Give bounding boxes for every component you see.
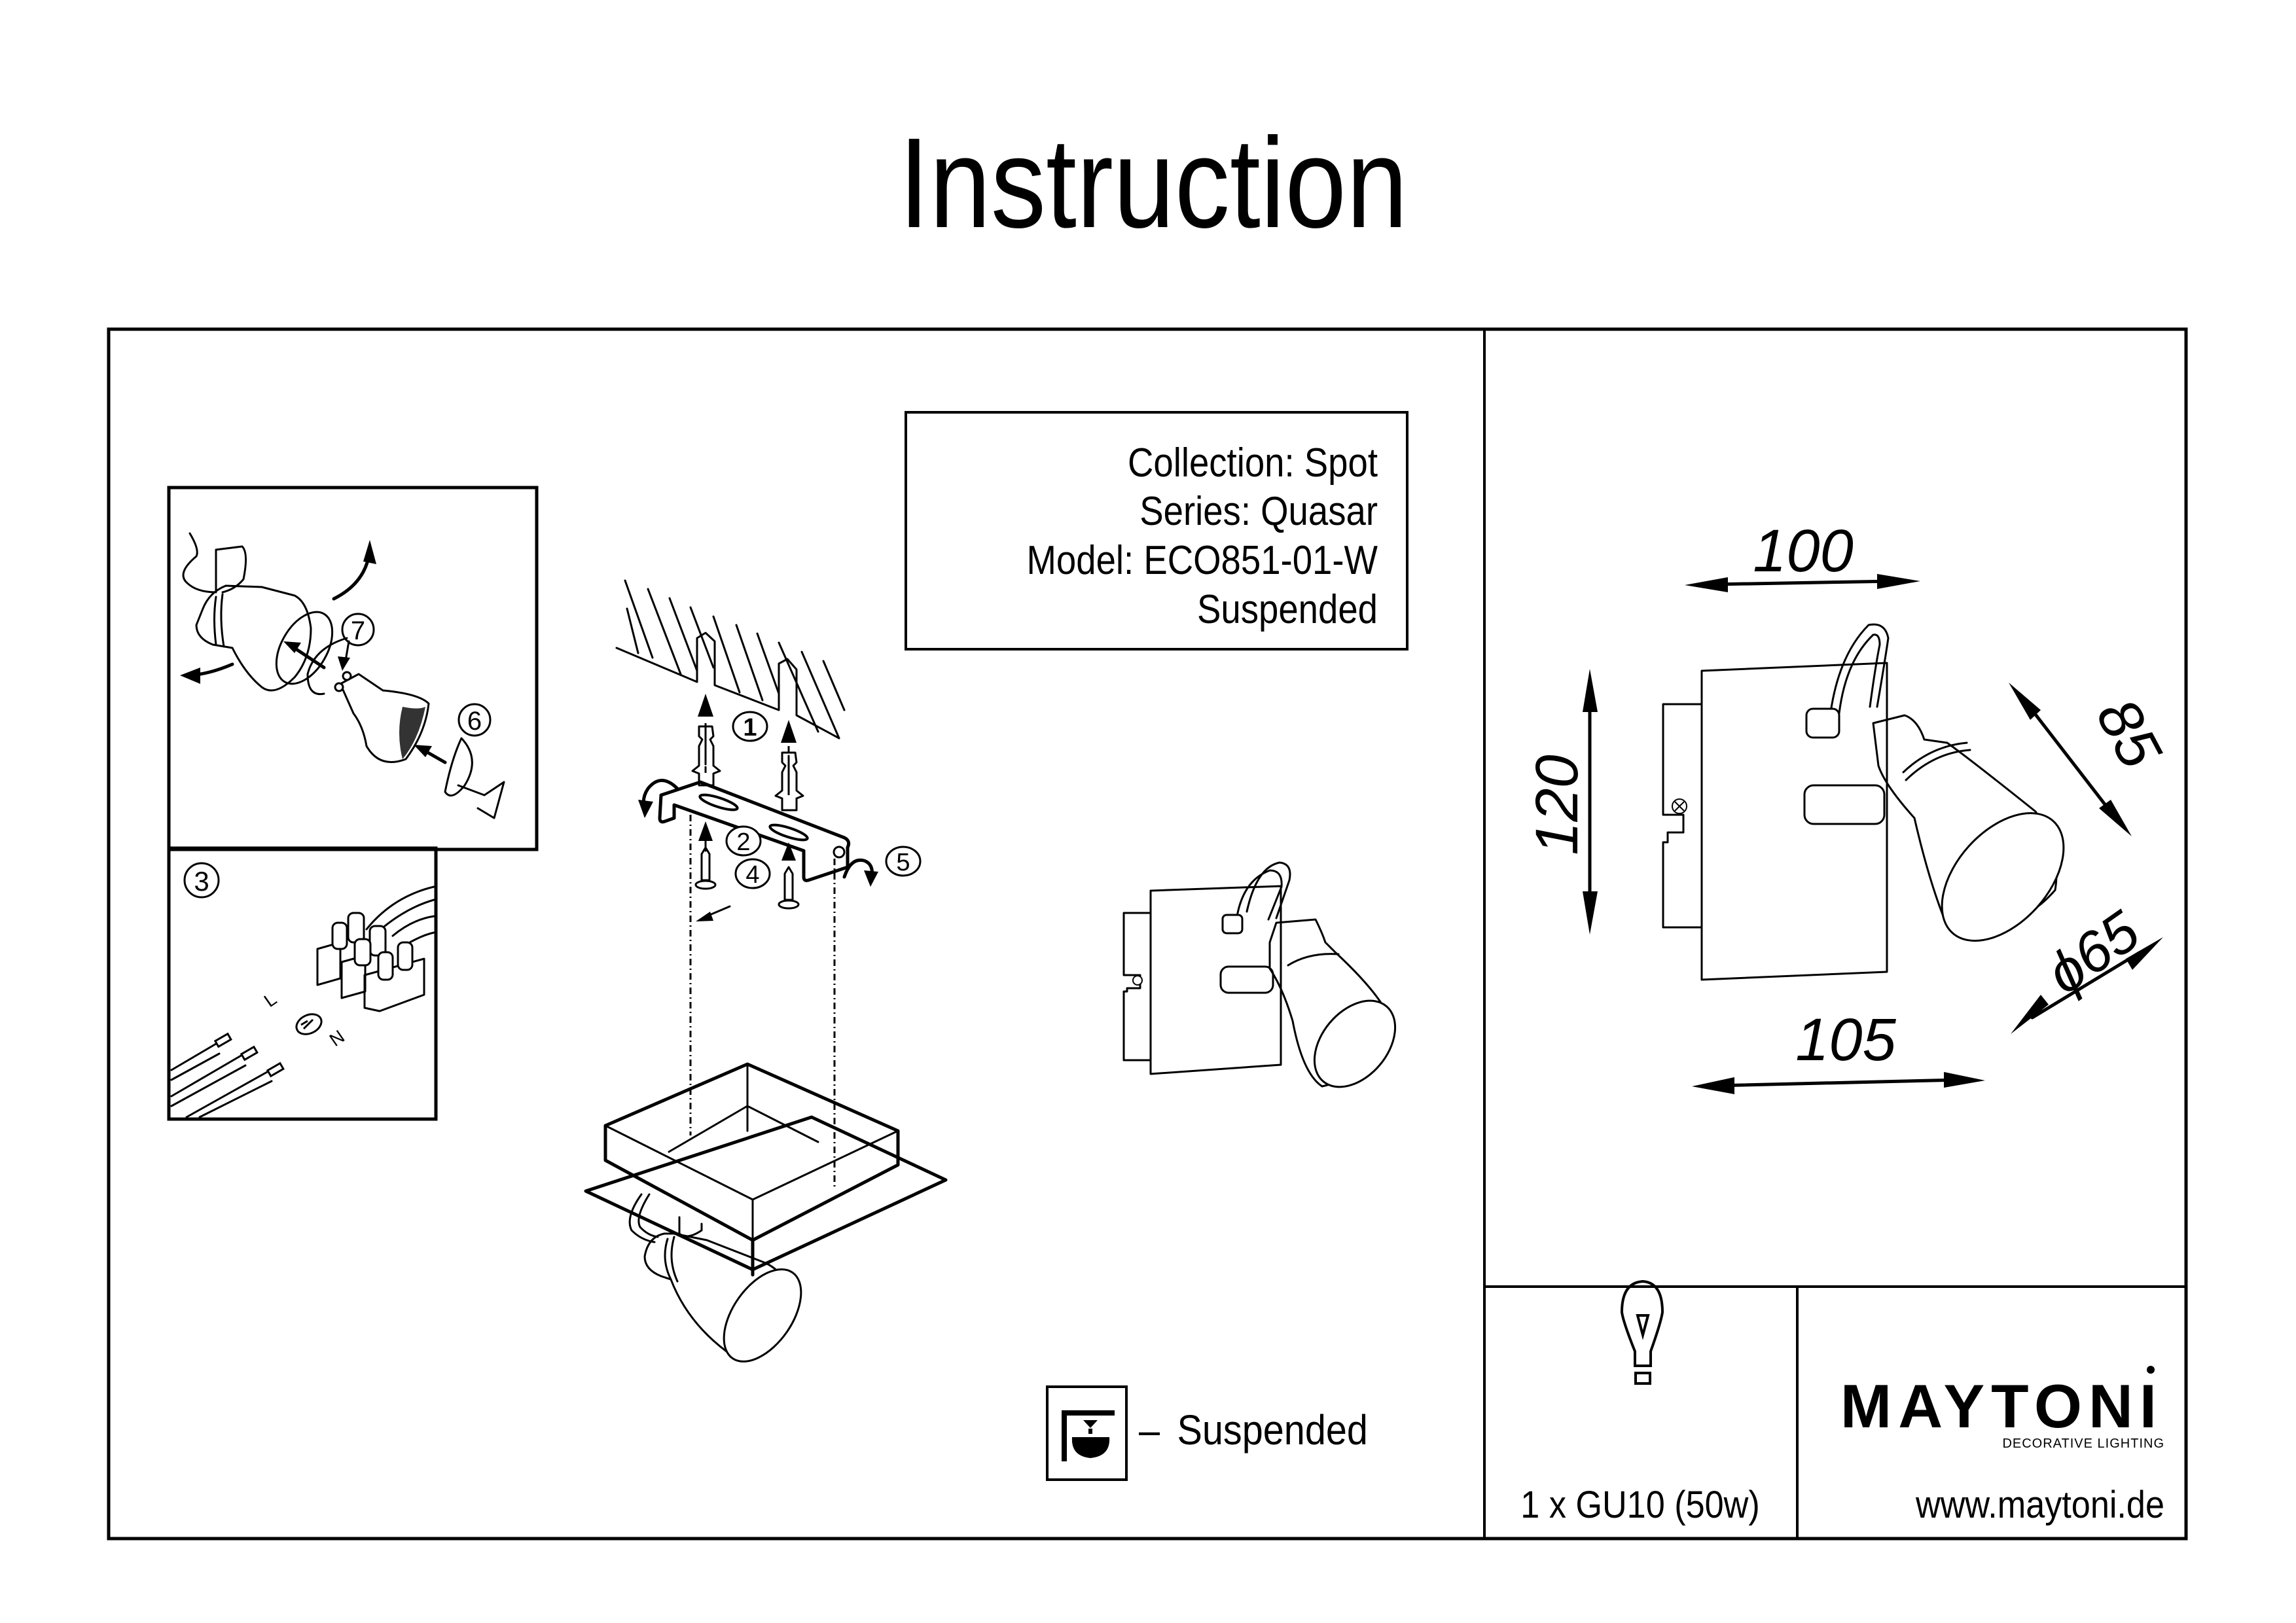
lamp-spec-cell: 1 x GU10 (50w) [1520, 1279, 1760, 1526]
wire-neutral-label: N [326, 1026, 348, 1050]
step-4-badge [734, 858, 771, 889]
gu10-bulb [334, 671, 430, 763]
terminal-block [316, 912, 425, 1012]
spec-collection: Collection: Spot [1128, 440, 1378, 486]
step-5-label: 5 [896, 849, 910, 876]
outer-frame [107, 327, 2188, 1541]
product-side-view [1122, 861, 1397, 1088]
mounting-diagram: 1 2 4 [584, 579, 948, 1363]
mounting-legend: – Suspended [1046, 1385, 1368, 1481]
step-6-label: 6 [467, 707, 482, 736]
spotlight-mounted [628, 1193, 802, 1363]
legend-dash: – [1139, 1406, 1160, 1453]
wiring-inset: 3 L N [167, 846, 438, 1121]
step-7-badge [341, 613, 375, 647]
dimensions-drawing: 100 120 85 ϕ65 105 [1524, 518, 2174, 1094]
suspended-ceiling-icon [1062, 1410, 1115, 1461]
lamp-spec: 1 x GU10 (50w) [1520, 1483, 1759, 1525]
light-bulb-icon [1620, 1279, 1664, 1385]
dim-width-bottom: 105 [1795, 1007, 1896, 1073]
dim-width-top: 100 [1753, 518, 1854, 584]
brand-cell: MAYTONI DECORATIVE LIGHTING www.maytoni.… [1840, 1366, 2164, 1526]
brand-logo-dot [2147, 1366, 2155, 1374]
dim-diameter: ϕ65 [2035, 898, 2151, 1007]
wall-plug-right [774, 751, 804, 812]
legend-label: Suspended [1177, 1406, 1368, 1453]
spec-series: Series: Quasar [1139, 489, 1378, 534]
step-7-label: 7 [351, 616, 365, 645]
dim-height: 120 [1524, 755, 1590, 855]
brand-logo: MAYTONI [1840, 1372, 2163, 1440]
earth-ground-icon [295, 1013, 323, 1035]
step-2-badge [725, 825, 762, 857]
spec-mounting: Suspended [1197, 587, 1378, 632]
step-1-label: 1 [743, 714, 757, 741]
bulb-replacement-inset: 7 6 [167, 486, 539, 851]
spec-model: Model: ECO851-01-W [1027, 538, 1378, 583]
step-3-badge [183, 862, 220, 899]
dim-depth: 85 [2083, 688, 2174, 779]
ceiling-hatch [615, 579, 846, 740]
spec-box: Collection: Spot Series: Quasar Model: E… [905, 411, 1408, 651]
step-5-badge [885, 846, 922, 877]
page-title: Instruction [899, 111, 1408, 255]
step-3-label: 3 [194, 866, 209, 897]
lamp-shade-inset [195, 584, 334, 692]
step-1-badge [732, 711, 768, 742]
step-4-label: 4 [745, 861, 759, 889]
ceiling-canopy [584, 1062, 948, 1277]
brand-website[interactable]: www.maytoni.de [1915, 1483, 2164, 1525]
mounting-bracket [658, 780, 851, 882]
wire-live-label: L [260, 989, 281, 1011]
step-6-badge [457, 703, 492, 737]
brand-tagline: DECORATIVE LIGHTING [2002, 1436, 2164, 1451]
wall-plug-left [691, 725, 721, 787]
step-2-label: 2 [736, 829, 750, 856]
